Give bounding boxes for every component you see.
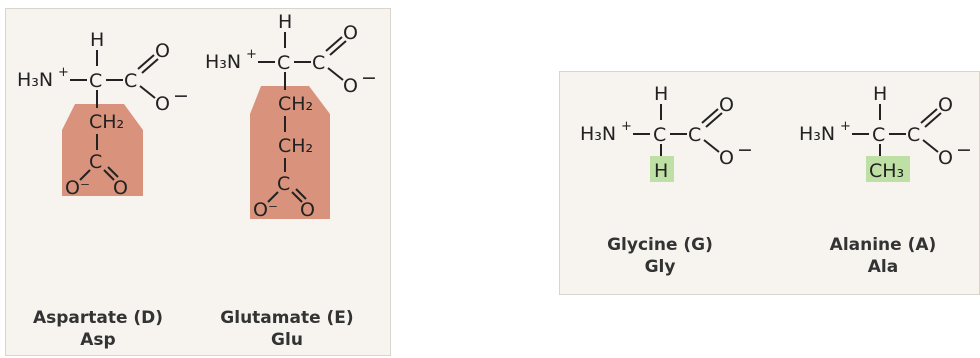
aspartate-amino-charge: + (58, 65, 69, 80)
aspartate-name: Aspartate (D) (32, 308, 164, 328)
aspartate-amino: H₃N (17, 69, 53, 91)
glutamate-side-ominus: O⁻ (253, 199, 278, 221)
aspartate-label: Aspartate (D) Asp (3, 307, 193, 351)
glutamate-structure: H H₃N + C C O O − CH₂ CH₂ C O⁻ O (205, 11, 377, 221)
aspartate-carboxyl-ominus: O (155, 93, 170, 115)
alanine-carboxyl-c: C (907, 124, 920, 146)
glycine-carboxyl-c: C (688, 124, 701, 146)
aspartate-side-o: O (113, 177, 128, 199)
aspartate-alpha-c: C (89, 70, 102, 92)
glutamate-carboxyl-o: O (343, 22, 358, 44)
aspartate-carboxyl-charge: − (173, 85, 189, 107)
alanine-alpha-h: H (873, 83, 887, 105)
aspartate-carboxyl-c: C (124, 70, 137, 92)
glutamate-carboxyl-charge: − (361, 67, 377, 89)
aspartate-ch2: CH₂ (89, 111, 124, 133)
glutamate-amino-charge: + (246, 47, 257, 62)
glycine-label: Glycine (G) Gly (565, 234, 755, 278)
alanine-alpha-c: C (872, 124, 885, 146)
glycine-carboxyl-o: O (719, 94, 734, 116)
glutamate-amino: H₃N (205, 51, 241, 73)
aspartate-side-c: C (89, 151, 102, 173)
aspartate-carboxyl-o: O (155, 40, 170, 62)
glutamate-alpha-h: H (278, 11, 292, 33)
alanine-carboxyl-charge: − (956, 139, 972, 161)
glutamate-name: Glutamate (E) (220, 308, 354, 328)
glycine-carboxyl-charge: − (737, 139, 753, 161)
glycine-alpha-c: C (653, 124, 666, 146)
glycine-alpha-h: H (654, 83, 668, 105)
alanine-label: Alanine (A) Ala (788, 234, 978, 278)
alanine-amino: H₃N (799, 123, 835, 145)
nonpolar-panel (559, 71, 980, 295)
alanine-side-ch3: CH₃ (869, 160, 904, 182)
glycine-amino-charge: + (621, 119, 632, 134)
aspartate-side-chain-highlight (62, 104, 143, 196)
glutamate-abbrev: Glu (271, 330, 303, 350)
alanine-carboxyl-o: O (938, 94, 953, 116)
alanine-abbrev: Ala (867, 257, 899, 277)
glutamate-carboxyl-ominus: O (343, 75, 358, 97)
alanine-structure: H H₃N + C C O O − CH₃ (799, 83, 972, 182)
alanine-side-chain-highlight (866, 156, 910, 182)
glutamate-ch2-1: CH₂ (278, 93, 313, 115)
glycine-abbrev: Gly (644, 257, 676, 277)
glycine-side-chain-highlight (650, 156, 674, 182)
glutamate-side-chain-highlight (250, 86, 330, 219)
aspartate-abbrev: Asp (80, 330, 116, 350)
aspartate-structure: H H₃N + C C O O − CH₂ C O⁻ O (17, 29, 189, 199)
glycine-amino: H₃N (580, 123, 616, 145)
glutamate-alpha-c: C (277, 52, 290, 74)
glycine-carboxyl-ominus: O (719, 147, 734, 169)
glutamate-label: Glutamate (E) Glu (192, 307, 382, 351)
glutamate-side-c: C (277, 173, 290, 195)
alanine-name: Alanine (A) (829, 235, 937, 255)
aspartate-alpha-h: H (90, 29, 104, 51)
alanine-carboxyl-ominus: O (938, 147, 953, 169)
alanine-amino-charge: + (840, 119, 851, 134)
glutamate-side-o: O (300, 199, 315, 221)
glycine-name: Glycine (G) (607, 235, 713, 255)
aspartate-side-ominus: O⁻ (65, 177, 90, 199)
glutamate-carboxyl-c: C (312, 52, 325, 74)
glycine-structure: H H₃N + C C O O − H (580, 83, 753, 182)
glycine-side-h: H (654, 160, 668, 182)
glutamate-ch2-2: CH₂ (278, 135, 313, 157)
